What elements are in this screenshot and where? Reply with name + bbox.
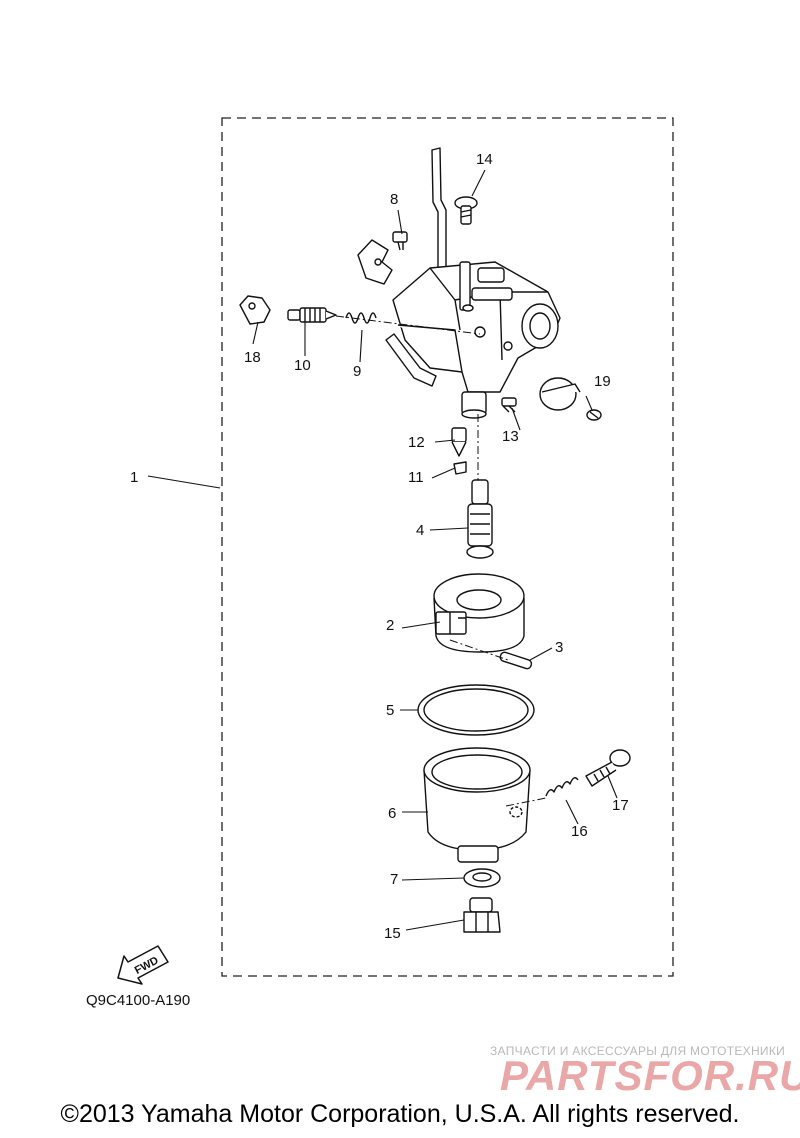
spring-16 bbox=[545, 777, 579, 797]
callout-14: 14 bbox=[476, 151, 493, 168]
choke-disc bbox=[539, 377, 577, 411]
callout-19: 19 bbox=[594, 373, 611, 390]
float-2 bbox=[433, 573, 525, 653]
main-nozzle-4 bbox=[466, 479, 494, 559]
callout-11: 11 bbox=[408, 469, 424, 486]
callout-4: 4 bbox=[416, 522, 424, 539]
washer-7 bbox=[463, 868, 501, 888]
float-bowl-6 bbox=[423, 747, 531, 863]
callout-17: 17 bbox=[612, 797, 629, 814]
callout-3: 3 bbox=[555, 639, 563, 656]
callout-12: 12 bbox=[408, 434, 425, 451]
float-needle-12 bbox=[451, 427, 467, 457]
pilot-screw-10 bbox=[287, 307, 337, 323]
callout-7: 7 bbox=[390, 871, 398, 888]
watermark-brand: PARTSFOR.RU bbox=[500, 1052, 800, 1099]
gasket-5 bbox=[417, 684, 535, 736]
screw-14 bbox=[454, 196, 478, 225]
screw-13 bbox=[501, 397, 517, 413]
knob-18 bbox=[239, 295, 271, 325]
callout-16: 16 bbox=[571, 823, 588, 840]
callout-5: 5 bbox=[386, 702, 394, 719]
screw-19 bbox=[586, 409, 602, 421]
spring-9 bbox=[345, 312, 377, 324]
callout-13: 13 bbox=[502, 428, 519, 445]
assembly-boundary bbox=[221, 117, 674, 977]
drain-screw-17 bbox=[585, 749, 631, 787]
copyright-notice: ©2013 Yamaha Motor Corporation, U.S.A. A… bbox=[60, 1100, 740, 1128]
float-pin-3 bbox=[499, 651, 533, 670]
clip-11 bbox=[453, 461, 467, 475]
screw-8 bbox=[392, 231, 408, 251]
callout-2: 2 bbox=[386, 617, 394, 634]
throttle-lever bbox=[431, 147, 447, 269]
callout-labels: 1 2 3 4 5 6 7 8 9 10 11 12 13 14 15 16 1… bbox=[130, 151, 629, 942]
fwd-arrow-icon: FWD bbox=[117, 945, 169, 985]
carburetor-body bbox=[392, 261, 561, 419]
callout-1: 1 bbox=[130, 469, 138, 486]
fuel-inlet bbox=[385, 333, 437, 387]
drain-bolt-15 bbox=[463, 897, 501, 933]
callout-6: 6 bbox=[388, 805, 396, 822]
diagram-code: Q9C4100-A190 bbox=[86, 992, 191, 1009]
callout-18: 18 bbox=[244, 349, 261, 366]
callout-9: 9 bbox=[353, 363, 361, 380]
callout-15: 15 bbox=[384, 925, 401, 942]
watermark-tagline: ЗАПЧАСТИ И АКСЕССУАРЫ ДЛЯ МОТОТЕХНИКИ bbox=[490, 1044, 786, 1058]
callout-8: 8 bbox=[390, 191, 398, 208]
callout-10: 10 bbox=[294, 357, 311, 374]
